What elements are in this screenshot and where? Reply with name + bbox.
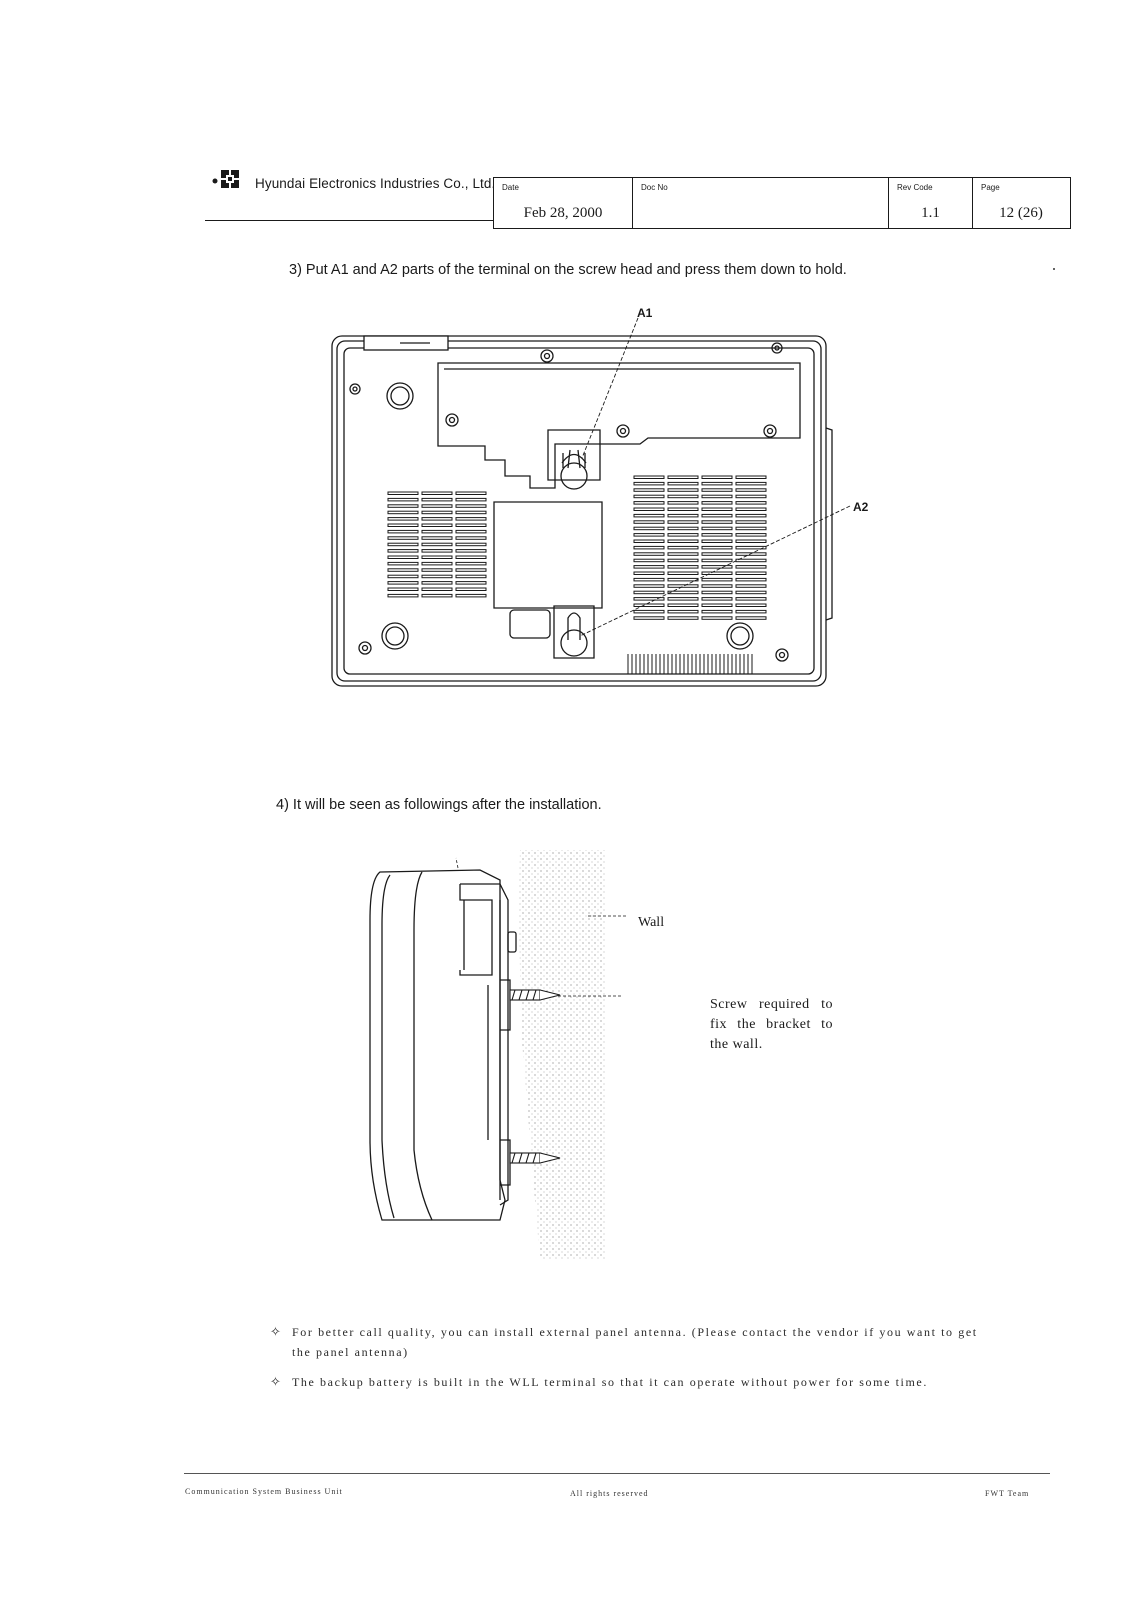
doc-no-cell: Doc No — [632, 178, 888, 228]
header-rule — [205, 220, 493, 221]
date-cell: Date Feb 28, 2000 — [494, 178, 632, 228]
vent-grille-left — [387, 491, 487, 598]
scan-speck — [1053, 268, 1055, 270]
page-label: Page — [981, 183, 1000, 192]
label-a2: A2 — [853, 500, 869, 514]
screw-required-note: Screw required to fix the bracket to the… — [710, 997, 833, 1052]
footer-rights: All rights reserved — [570, 1489, 649, 1498]
note-backup-battery: ✧ The backup battery is built in the WLL… — [270, 1372, 990, 1392]
label-a1: A1 — [637, 306, 653, 320]
terminal-underside-diagram — [331, 317, 851, 687]
doc-no-label: Doc No — [641, 183, 668, 192]
footer-rule — [184, 1473, 1050, 1474]
page-cell: Page 12 (26) — [972, 178, 1069, 228]
page-value: 12 (26) — [999, 205, 1043, 221]
note-bullet-icon: ✧ — [270, 1374, 283, 1389]
wall-mount-side-view — [369, 850, 628, 1260]
note-panel-antenna-text: For better call quality, you can install… — [292, 1325, 978, 1359]
date-label: Date — [502, 183, 519, 192]
date-value: Feb 28, 2000 — [523, 205, 603, 221]
step-4-instruction: 4) It will be seen as followings after t… — [276, 797, 602, 813]
footer-team: FWT Team — [985, 1489, 1030, 1498]
hyundai-logo-icon — [212, 170, 239, 188]
note-bullet-icon: ✧ — [270, 1324, 283, 1339]
document-header-table: Date Feb 28, 2000 Doc No Rev Code 1.1 Pa… — [493, 177, 1071, 229]
label-wall: Wall — [638, 915, 665, 930]
rev-code-label: Rev Code — [897, 183, 933, 192]
vent-grille-right — [633, 475, 767, 620]
note-backup-battery-text: The backup battery is built in the WLL t… — [292, 1375, 928, 1389]
note-panel-antenna: ✧ For better call quality, you can insta… — [270, 1322, 990, 1362]
company-name: Hyundai Electronics Industries Co., Ltd. — [255, 176, 496, 191]
footer-business-unit: Communication System Business Unit — [185, 1487, 343, 1496]
step-3-instruction: 3) Put A1 and A2 parts of the terminal o… — [289, 262, 847, 278]
rev-code-cell: Rev Code 1.1 — [888, 178, 972, 228]
rev-code-value: 1.1 — [921, 205, 940, 221]
bottom-vent-teeth — [627, 654, 753, 674]
